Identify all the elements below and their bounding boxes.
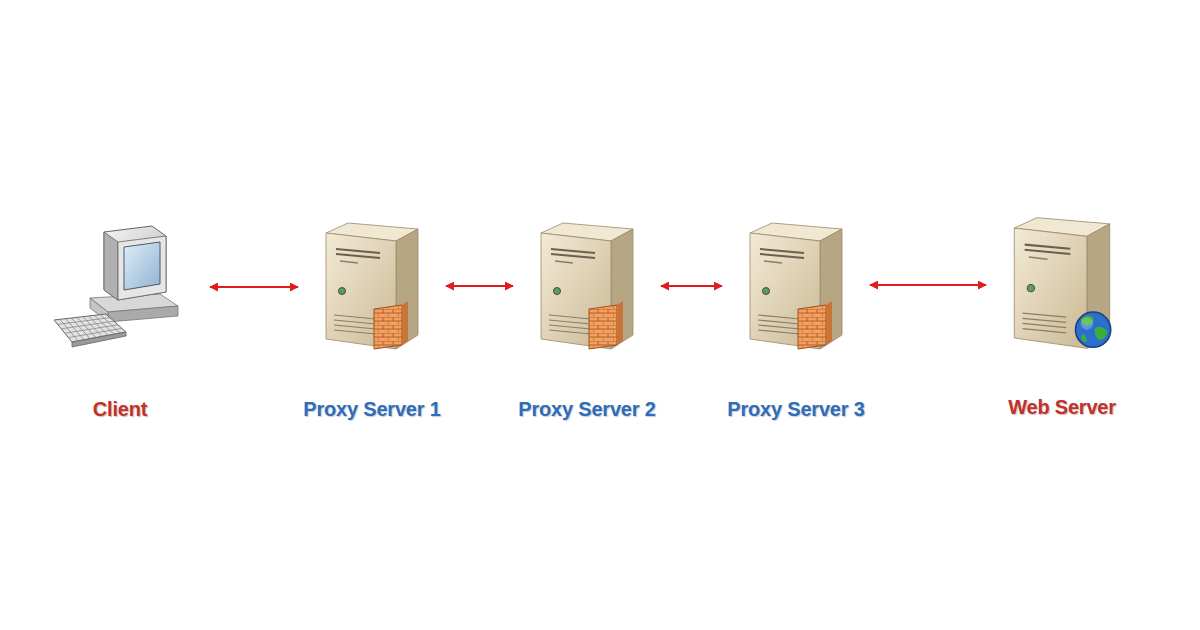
proxy-server-icon <box>318 220 426 352</box>
node-label: Web Server <box>1008 396 1116 419</box>
proxy-server: Proxy Server 3 <box>742 220 850 352</box>
proxy-server-icon <box>742 220 850 352</box>
connector-arrow <box>661 285 722 287</box>
connector-arrow <box>870 284 986 286</box>
node-label: Proxy Server 2 <box>518 398 655 421</box>
client-computer-icon <box>50 222 190 352</box>
node-label: Client <box>93 398 147 421</box>
proxy-server: Proxy Server 2 <box>533 220 641 352</box>
proxy-server-icon <box>533 220 641 352</box>
node-label: Proxy Server 1 <box>303 398 440 421</box>
node-label: Proxy Server 3 <box>727 398 864 421</box>
client-computer: Client <box>50 222 190 352</box>
web-server-icon <box>1006 214 1118 352</box>
connector-arrow <box>446 285 513 287</box>
web-server: Web Server <box>1006 214 1118 352</box>
connector-arrow <box>210 286 298 288</box>
proxy-server: Proxy Server 1 <box>318 220 426 352</box>
